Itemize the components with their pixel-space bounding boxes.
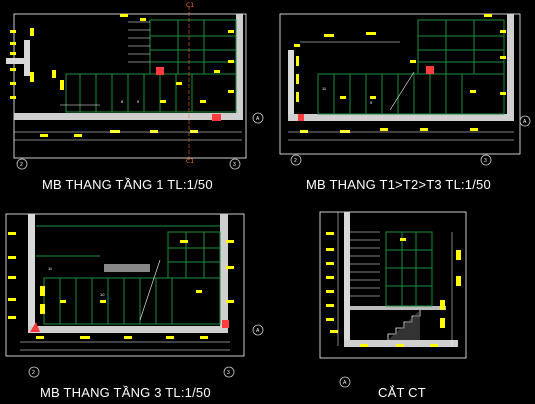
step-num: 9 — [137, 99, 140, 104]
frame-plan3 — [5, 213, 245, 357]
grid-label-3: 3 — [484, 158, 487, 164]
wall-bottom-plan3 — [28, 326, 228, 333]
dimensions-plan1 — [10, 14, 234, 137]
grid-bubble-2 — [28, 366, 40, 378]
wall-left-stub — [6, 58, 30, 64]
title-plan-floor3: MB THANG TẦNG 3 TL:1/50 — [40, 385, 211, 400]
grid-bubble-a — [252, 324, 264, 336]
stair-flight-hatch — [388, 310, 420, 340]
grid-label-a: A — [256, 328, 260, 334]
floor-section — [344, 340, 458, 347]
dim-lines-plan1 — [14, 104, 242, 141]
wall-left-plan3 — [28, 214, 35, 332]
grid-label-2: 2 — [20, 162, 23, 168]
step-num: 11 — [48, 266, 53, 271]
grid-bubble-2 — [16, 158, 28, 170]
diagonal-plan2 — [389, 71, 415, 111]
grid-label-3: 3 — [227, 370, 230, 376]
grid-bubble-3 — [480, 154, 492, 166]
steps-section — [350, 231, 380, 297]
grid-label-3: 3 — [233, 162, 236, 168]
plan-floor1: C1 C1 8 9 2 3 A — [6, 2, 264, 170]
grid-label-2: 2 — [294, 158, 297, 164]
landing-wedge-plan3 — [104, 264, 150, 272]
grid-label-a: A — [523, 119, 527, 125]
cut-marker-plan2-a — [426, 66, 434, 74]
slab-section-mid — [350, 306, 446, 310]
grid-bubble-a — [252, 112, 264, 124]
step-num: 8 — [121, 99, 124, 104]
dimensions-plan3 — [8, 232, 234, 339]
step-num: 10 — [100, 292, 105, 297]
wall-left-plan2 — [288, 50, 294, 120]
grid-label-2: 2 — [32, 370, 35, 376]
wall-bottom-plan2 — [288, 114, 514, 121]
grid-label-a: A — [256, 116, 260, 122]
frame-plan2 — [279, 13, 521, 155]
diagonal-plan3 — [139, 259, 161, 321]
dim-lines-section — [337, 212, 453, 346]
grid-label-a: A — [343, 380, 347, 386]
step-num: 11 — [322, 86, 327, 91]
wall-left-vert — [24, 40, 30, 76]
title-plan-floor2-3: MB THANG T1>T2>T3 TL:1/50 — [306, 177, 491, 192]
dimensions-plan2 — [294, 14, 506, 133]
cut-marker-plan3-b — [222, 320, 229, 328]
stair-section — [385, 231, 433, 307]
title-section-ct: CẮT CT — [378, 385, 426, 400]
steps-plan1 — [128, 21, 150, 63]
cut-label-bottom: C1 — [186, 158, 194, 165]
grid-bubble-a — [519, 115, 531, 127]
dim-lines-plan3 — [20, 341, 230, 351]
frame-section — [319, 211, 467, 359]
dimensions-section — [326, 232, 461, 347]
grid-bubble-3 — [223, 366, 235, 378]
wall-right — [236, 14, 243, 120]
cut-marker-plan3-a — [30, 322, 40, 332]
cut-marker-plan1-b — [212, 114, 221, 121]
step-num: 9 — [370, 100, 373, 105]
wall-section-left — [344, 212, 350, 346]
cut-label-top: C1 — [186, 2, 194, 9]
wall-right-plan2 — [507, 14, 514, 121]
grid-bubble-a — [339, 376, 351, 388]
grid-bubble-2 — [290, 154, 302, 166]
stair-plan1 — [65, 19, 237, 113]
plan-floor2-3: 11 9 2 3 A — [279, 13, 531, 166]
grid-bubble-3 — [229, 158, 241, 170]
title-plan-floor1: MB THANG TẦNG 1 TL:1/50 — [42, 177, 213, 192]
stair-plan3 — [36, 231, 221, 325]
cut-marker-plan1-a — [156, 67, 164, 75]
wall-bottom — [14, 113, 242, 120]
dim-lines-plan2 — [288, 41, 514, 141]
frame-plan1 — [13, 13, 247, 159]
cut-marker-plan2-b — [298, 114, 304, 121]
wall-right-plan3 — [220, 214, 228, 333]
plan-floor3: 11 10 2 3 A — [5, 213, 264, 378]
section-ct: A — [319, 211, 467, 388]
stair-plan2 — [317, 19, 505, 115]
